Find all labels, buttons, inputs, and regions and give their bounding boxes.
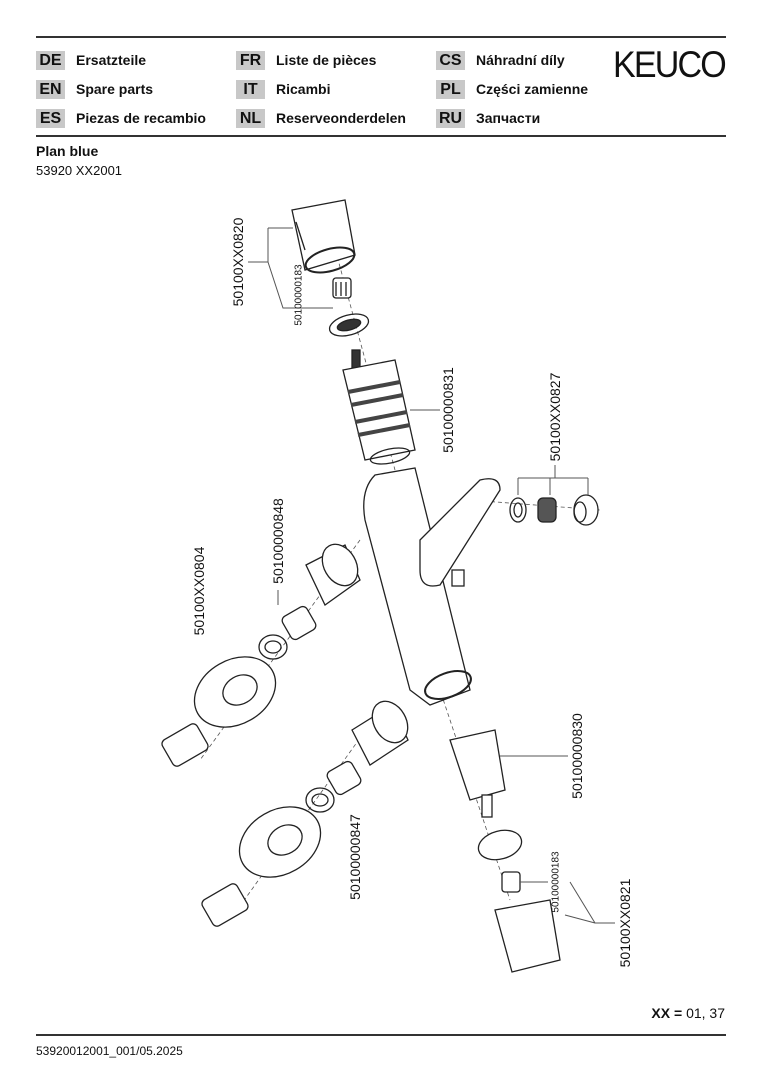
lang-fr: FR Liste de pièces	[236, 50, 376, 70]
lang-code: FR	[236, 50, 265, 70]
escutcheon-lower-part	[238, 806, 322, 878]
escutcheon-upper-part	[193, 656, 277, 728]
lang-code: ES	[36, 108, 65, 128]
part-number-sleeve-right: 50100000848	[270, 498, 286, 584]
thermo-cartridge-part	[342, 349, 416, 465]
header-rule	[36, 135, 726, 137]
lang-label: Náhradní díly	[476, 52, 565, 68]
connector-lower-part	[201, 883, 249, 927]
lang-it: IT Ricambi	[236, 79, 330, 99]
lang-cs: CS Náhradní díly	[436, 50, 565, 70]
connector-upper-part	[161, 723, 209, 767]
top-rule	[36, 36, 726, 38]
nut-lower-part	[305, 787, 335, 813]
lang-label: Spare parts	[76, 81, 154, 97]
leader-lines	[248, 227, 615, 924]
top-ring-part	[328, 313, 370, 337]
lang-code: RU	[436, 108, 465, 128]
part-number-handle-top: 50100XX0820	[230, 217, 246, 307]
part-number-diverter-cartridge: 50100000830	[569, 713, 585, 799]
lang-label: Części zamienne	[476, 81, 589, 97]
lang-label: Запчасти	[476, 110, 541, 126]
part-number-handle-bottom: 50100XX0821	[617, 878, 633, 968]
product-name: Plan blue	[36, 143, 99, 159]
lang-code: CS	[436, 50, 465, 70]
top-handle-part	[291, 199, 356, 274]
lang-label: Ersatzteile	[76, 52, 147, 68]
lang-en: EN Spare parts	[36, 79, 153, 99]
legend-key: XX =	[651, 1005, 683, 1021]
product-number: 53920 XX2001	[36, 163, 123, 178]
aerator-parts	[509, 494, 599, 526]
lang-label: Liste de pièces	[276, 52, 377, 68]
lang-label: Reserveonderdelen	[276, 110, 406, 126]
sleeve-lower-part	[351, 700, 409, 766]
keuco-logo: KEUCO	[613, 44, 727, 85]
mixer-body-part	[363, 467, 501, 706]
lang-label: Ricambi	[276, 81, 331, 97]
lang-label: Piezas de recambio	[76, 110, 206, 126]
part-number-escutcheon: 50100XX0804	[191, 546, 207, 636]
lang-code: IT	[236, 79, 265, 99]
part-number-thermo-cartridge: 50100000831	[440, 367, 456, 453]
lang-ru: RU Запчасти	[436, 108, 540, 128]
lang-de: DE Ersatzteile	[36, 50, 146, 70]
sleeve-upper-part	[305, 543, 361, 606]
legend-value: 01, 37	[686, 1005, 725, 1021]
valve-upper-part	[281, 605, 317, 641]
valve-lower-part	[326, 760, 362, 796]
lang-code: PL	[436, 79, 465, 99]
color-code-legend: XX = 01, 37	[651, 1005, 725, 1021]
top-adapter-part	[332, 277, 352, 299]
lang-es: ES Piezas de recambio	[36, 108, 206, 128]
lang-nl: NL Reserveonderdelen	[236, 108, 406, 128]
footer-rule	[36, 1034, 726, 1036]
lang-pl: PL Części zamienne	[436, 79, 588, 99]
part-number-adapter-bottom: 50100000183	[550, 851, 562, 913]
document-id: 53920012001_001/05.2025	[36, 1044, 183, 1058]
nut-upper-part	[258, 634, 288, 660]
part-number-adapter-top: 50100000183	[293, 264, 305, 326]
diverter-cartridge-part	[449, 729, 561, 973]
lang-code: DE	[36, 50, 65, 70]
lang-code: NL	[236, 108, 265, 128]
part-number-sleeve-left: 50100000847	[347, 814, 363, 900]
lang-code: EN	[36, 79, 65, 99]
part-number-aerator: 50100XX0827	[547, 372, 563, 462]
